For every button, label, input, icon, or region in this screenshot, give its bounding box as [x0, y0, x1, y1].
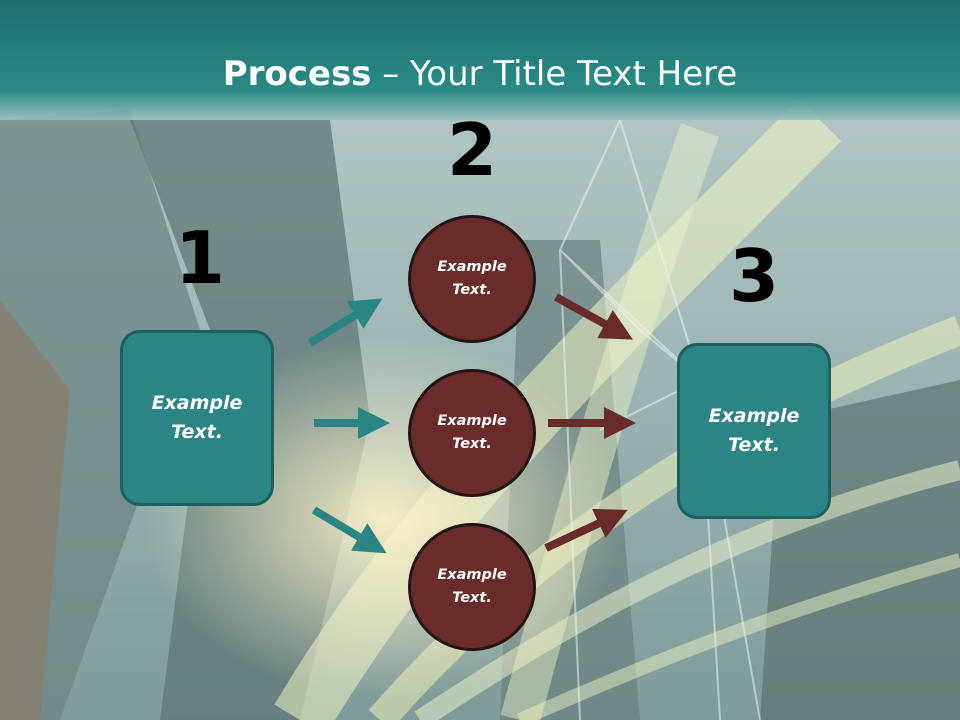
title-bold: Process: [222, 54, 372, 94]
middle-circle-text: Example Text.: [437, 413, 507, 452]
step-number-1: 1: [174, 216, 226, 300]
top-circle[interactable]: Example Text.: [408, 215, 536, 343]
middle-circle[interactable]: Example Text.: [408, 369, 536, 497]
arrow-top-to-right: [554, 293, 633, 340]
title-bar: [0, 0, 960, 120]
step-number-2: 2: [446, 108, 498, 192]
bottom-circle-text: Example Text.: [437, 567, 507, 606]
step-number-3: 3: [728, 234, 780, 318]
arrow-bottom-to-right: [544, 508, 628, 552]
arrow-left-to-top: [307, 298, 383, 347]
left-box-text: Example Text.: [151, 392, 243, 443]
slide-title: Process – Your Title Text Here: [0, 52, 960, 96]
left-process-box[interactable]: Example Text.: [120, 330, 274, 506]
top-circle-text: Example Text.: [437, 259, 507, 298]
title-rest: – Your Title Text Here: [371, 54, 738, 94]
arrow-left-to-bottom: [311, 506, 387, 554]
right-box-text: Example Text.: [708, 405, 800, 456]
bottom-circle[interactable]: Example Text.: [408, 523, 536, 651]
right-process-box[interactable]: Example Text.: [677, 343, 831, 519]
